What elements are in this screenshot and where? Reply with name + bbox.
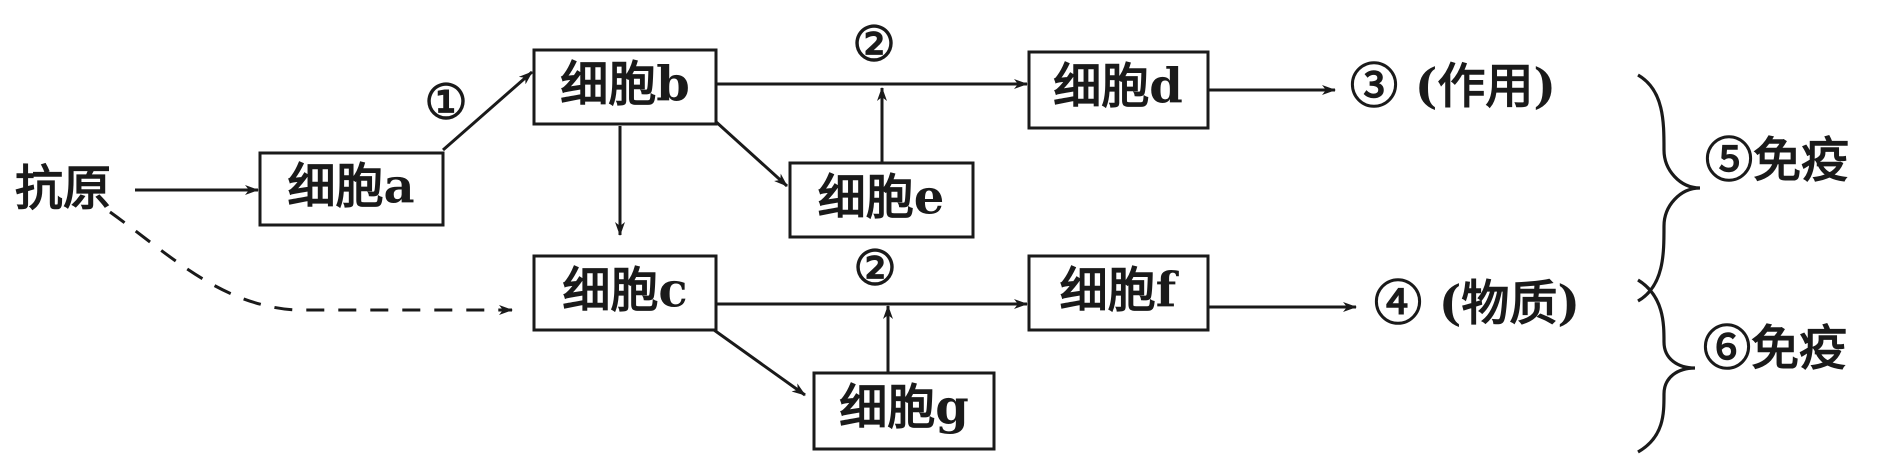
cell-d-box: 细胞d <box>1027 50 1210 130</box>
cell-e-box: 细胞e <box>788 161 975 239</box>
cell-e-label: 细胞e <box>818 170 945 226</box>
marker-2-bottom: ② <box>853 241 896 297</box>
marker-5-immunity-label: ⑤免疫 <box>1705 133 1849 189</box>
cell-b-label: 细胞b <box>560 57 690 113</box>
marker-6-immunity-label: ⑥免疫 <box>1703 321 1847 377</box>
marker-4-substance-label: ④ (物质) <box>1374 276 1580 332</box>
cell-f-box: 细胞f <box>1027 254 1210 332</box>
upper-right-brace <box>1637 73 1701 303</box>
marker-2-top: ② <box>852 17 895 73</box>
marker-3-effect-label: ③ (作用) <box>1350 59 1556 115</box>
antigen-to-cell-c-dashed-arrow <box>109 210 513 315</box>
cell-f-label: 细胞f <box>1060 263 1180 319</box>
cell-a-label: 细胞a <box>287 159 414 215</box>
cell-d-label: 细胞d <box>1053 59 1183 115</box>
cell-c-box: 细胞c <box>532 254 718 332</box>
marker-1: ① <box>424 75 467 131</box>
cell-b-to-cell-e-arrow <box>712 118 789 188</box>
cell-c-to-cell-g-arrow <box>713 328 806 397</box>
cell-a-box: 细胞a <box>258 151 445 227</box>
lower-right-brace <box>1637 278 1696 454</box>
cell-c-label: 细胞c <box>562 263 687 319</box>
cell-b-box: 细胞b <box>532 48 718 126</box>
cell-a-to-cell-b-arrow <box>442 70 533 152</box>
cell-g-label: 细胞g <box>839 380 969 436</box>
cell-g-box: 细胞g <box>812 371 996 451</box>
antigen-label: 抗原 <box>15 161 111 217</box>
